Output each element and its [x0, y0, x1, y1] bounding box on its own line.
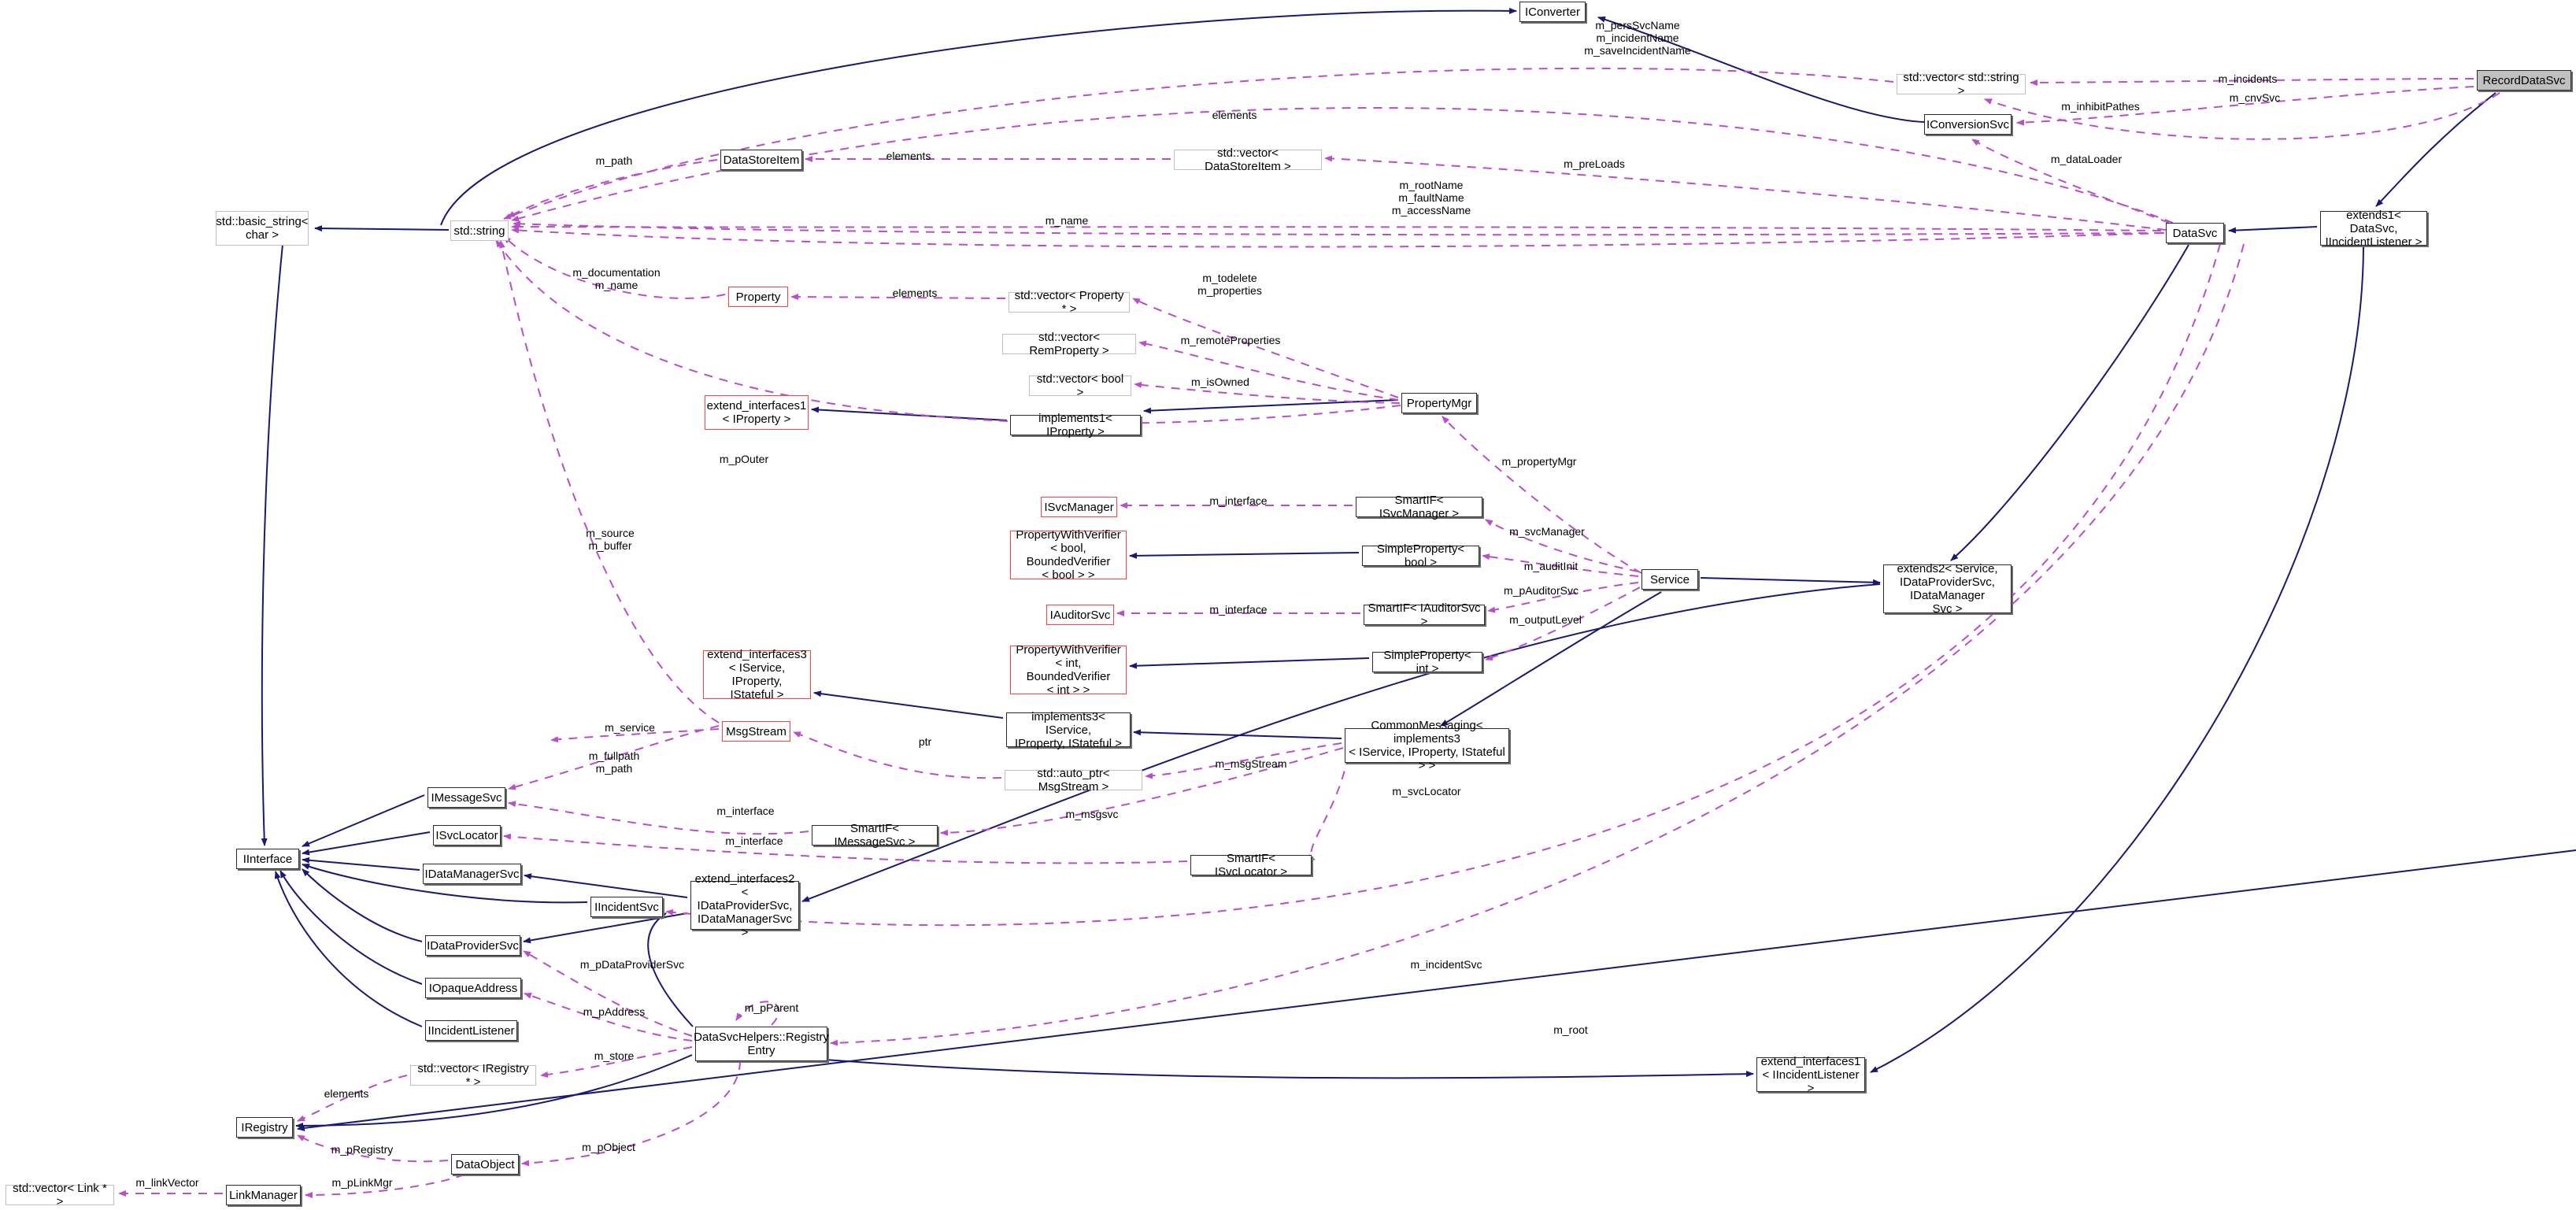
edge-label-remprops: m_remoteProperties [1180, 334, 1281, 346]
edge-label-linkvector: m_linkVector [135, 1176, 199, 1189]
class-node-msgstream[interactable]: MsgStream [722, 721, 790, 742]
edge-label-ptr: ptr [918, 735, 932, 748]
class-node-smartif_imsgsvc[interactable]: SmartIF< IMessageSvc > [812, 822, 938, 849]
edge-label-pparent: m_pParent [744, 1001, 799, 1014]
edge-label-auditinit: m_auditInit [1523, 560, 1579, 572]
edge-label-cnvsvc: m_cnvSvc [2229, 91, 2281, 104]
edge-label-propmgr: m_propertyMgr [1501, 455, 1577, 468]
class-node-recorddatasvc[interactable]: RecordDataSvc [2477, 70, 2571, 91]
edge-label-msgstream: m_msgStream [1215, 757, 1287, 770]
edge-label-isowned: m_isOwned [1191, 376, 1249, 388]
edge-label-paddress: m_pAddress [583, 1005, 646, 1018]
class-node-extend_if1[interactable]: extend_interfaces1 < IProperty > [705, 395, 809, 430]
class-node-isvclocator[interactable]: ISvcLocator [433, 825, 501, 846]
class-node-smartif_iauditor[interactable]: SmartIF< IAuditorSvc > [1364, 601, 1485, 628]
edge-label-svclocator: m_svcLocator [1392, 785, 1461, 797]
class-node-vec_property[interactable]: std::vector< Property * > [1009, 289, 1130, 316]
class-node-pwv_int[interactable]: PropertyWithVerifier < int, BoundedVerif… [1010, 643, 1127, 697]
edge-label-preloads: m_preLoads [1564, 157, 1625, 170]
class-node-iincidentlistener[interactable]: IIncidentListener [425, 1020, 517, 1041]
class-node-vec_string[interactable]: std::vector< std::string > [1897, 71, 2026, 98]
edge-label-incidents: m_incidents [2218, 72, 2278, 85]
class-node-pwv_bool[interactable]: PropertyWithVerifier < bool, BoundedVeri… [1010, 528, 1127, 582]
edge-label-mstore: m_store [594, 1049, 635, 1062]
class-node-isvcmanager[interactable]: ISvcManager [1041, 497, 1117, 517]
class-node-vec_link[interactable]: std::vector< Link * > [6, 1182, 114, 1208]
edge-label-incidentsvc: m_incidentSvc [1410, 958, 1482, 971]
edge-label-msource: m_source m_buffer [586, 527, 635, 552]
edge-label-plinkmgr: m_pLinkMgr [331, 1176, 393, 1189]
edge-label-mname: m_name [1045, 214, 1089, 227]
edge-label-mdoc: m_documentation m_name [572, 266, 661, 291]
class-node-datastoreitem[interactable]: DataStoreItem [720, 150, 802, 170]
edge-label-elements2: elements [886, 150, 931, 162]
edge-label-mroot: m_root [1553, 1023, 1588, 1036]
class-node-implements1[interactable]: implements1< IProperty > [1010, 412, 1141, 438]
edge-label-pregistry: m_pRegistry [331, 1143, 394, 1156]
class-node-extends2[interactable]: extends2< Service, IDataProviderSvc, IDa… [1883, 562, 2012, 616]
class-node-iconverter[interactable]: IConverter [1519, 2, 1586, 22]
class-node-datasvc[interactable]: DataSvc [2166, 223, 2224, 243]
class-node-simpleprop_int[interactable]: SimpleProperty< int > [1372, 649, 1482, 675]
class-node-linkmanager[interactable]: LinkManager [226, 1185, 301, 1205]
class-node-idataprovidersvc[interactable]: IDataProviderSvc [425, 935, 520, 956]
class-node-idatamanagersvc[interactable]: IDataManagerSvc [423, 864, 521, 884]
edge-label-if4: m_interface [725, 834, 783, 847]
edge-label-mservice: m_service [605, 721, 655, 734]
class-node-iregistry[interactable]: IRegistry [236, 1117, 293, 1138]
class-node-autoptr_msgstream[interactable]: std::auto_ptr< MsgStream > [1005, 767, 1142, 794]
class-node-dataobject[interactable]: DataObject [451, 1154, 519, 1175]
class-node-simpleprop_bool[interactable]: SimpleProperty< bool > [1362, 542, 1479, 569]
edge-label-svcmanager: m_svcManager [1509, 525, 1585, 538]
class-node-iincidentsvc[interactable]: IIncidentSvc [590, 897, 663, 917]
class-node-extend_if2[interactable]: extend_interfaces2 < IDataProviderSvc, I… [690, 872, 799, 939]
class-node-basic_string[interactable]: std::basic_string< char > [216, 211, 309, 246]
class-node-commonmessaging[interactable]: CommonMessaging< implements3 < IService,… [1345, 719, 1509, 772]
edge-label-elements3: elements [892, 287, 938, 299]
edge-label-if1: m_interface [1209, 494, 1268, 507]
edge-label-todelete: m_todelete m_properties [1197, 272, 1262, 297]
edge-label-pobject: m_pObject [582, 1141, 635, 1153]
edge-label-if3: m_interface [716, 805, 775, 817]
class-node-smartif_isvcloc[interactable]: SmartIF< ISvcLocator > [1190, 852, 1312, 879]
edge-label-elements1: elements [1212, 109, 1257, 121]
edge-label-pers: m_persSvcName m_incidentName m_saveIncid… [1584, 19, 1691, 57]
class-node-extend_if1b[interactable]: extend_interfaces1 < IIncidentListener > [1756, 1055, 1865, 1095]
edge-label-rootname: m_rootName m_faultName m_accessName [1391, 179, 1471, 216]
class-node-registryentry[interactable]: DataSvcHelpers::Registry Entry [694, 1027, 829, 1061]
class-node-service[interactable]: Service [1641, 569, 1698, 590]
edge-label-if2: m_interface [1209, 603, 1268, 616]
class-node-iopaqueaddress[interactable]: IOpaqueAddress [425, 978, 521, 998]
edge-label-outputlevel: m_outputLevel [1509, 613, 1582, 626]
class-node-implements3[interactable]: implements3< IService, IProperty, IState… [1006, 710, 1131, 750]
class-node-property[interactable]: Property [728, 287, 788, 307]
class-node-imessagesvc[interactable]: IMessageSvc [427, 787, 505, 808]
class-node-extend_if3[interactable]: extend_interfaces3 < IService, IProperty… [703, 648, 811, 701]
edge-label-mpath: m_path [595, 154, 633, 167]
class-node-smartif_isvcmgr[interactable]: SmartIF< ISvcManager > [1356, 494, 1482, 520]
class-node-vec_iregistry[interactable]: std::vector< IRegistry * > [410, 1062, 536, 1089]
class-node-propertymgr[interactable]: PropertyMgr [1401, 393, 1477, 413]
edge-label-pdataprov: m_pDataProviderSvc [579, 958, 685, 971]
class-node-vec_remproperty[interactable]: std::vector< RemProperty > [1002, 331, 1136, 357]
edge-label-inhibit: m_inhibitPathes [2061, 100, 2140, 113]
edge-label-dataloader: m_dataLoader [2050, 153, 2123, 165]
class-node-std_string[interactable]: std::string [450, 220, 509, 241]
class-node-vec_bool[interactable]: std::vector< bool > [1029, 372, 1131, 399]
edge-label-msgsvc: m_msgsvc [1065, 808, 1119, 820]
edge-label-pauditorsvc: m_pAuditorSvc [1504, 584, 1579, 597]
class-node-iinterface[interactable]: IInterface [236, 849, 299, 869]
class-node-extends1[interactable]: extends1< DataSvc, IIncidentListener > [2320, 209, 2427, 249]
edge-label-fullpath: m_fullpath m_path [588, 749, 640, 775]
edge-label-elements4: elements [324, 1087, 369, 1100]
class-node-iauditorsvc[interactable]: IAuditorSvc [1046, 605, 1114, 625]
edge-label-pouter: m_pOuter [719, 453, 769, 465]
class-node-iconversionsvc[interactable]: IConversionSvc [1924, 114, 2012, 135]
class-node-vec_datastoreitem[interactable]: std::vector< DataStoreItem > [1174, 146, 1322, 173]
